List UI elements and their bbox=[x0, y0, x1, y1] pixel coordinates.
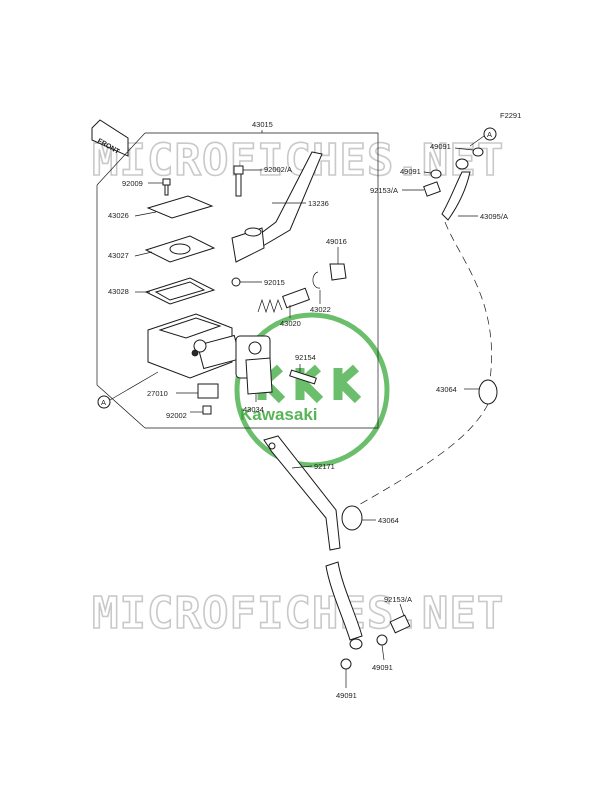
label-43026: 43026 bbox=[108, 211, 129, 220]
watermark-bottom: MICROFICHES.NET bbox=[92, 588, 504, 639]
brake-switch bbox=[197, 383, 219, 399]
label-92153a-top: 92153/A bbox=[370, 186, 398, 195]
ref-a-right-text: A bbox=[487, 130, 492, 139]
assembly-outline bbox=[145, 132, 379, 429]
ref-a-left-text: A bbox=[101, 398, 106, 407]
label-43020: 43020 bbox=[280, 319, 301, 328]
hose-bracket bbox=[263, 435, 341, 551]
kawasaki-logo-watermark: Kawasaki bbox=[234, 312, 390, 468]
label-43034: 43034 bbox=[243, 405, 264, 414]
banjo-fitting-top bbox=[455, 158, 469, 170]
piston-kit bbox=[257, 287, 310, 314]
ref-a-left-icon bbox=[97, 395, 111, 409]
brake-hose-lower bbox=[325, 561, 363, 641]
snap-ring bbox=[312, 271, 321, 289]
label-43015: 43015 bbox=[252, 120, 273, 129]
label-92002: 92002 bbox=[166, 411, 187, 420]
label-43064-right: 43064 bbox=[436, 385, 457, 394]
label-49091-top: 49091 bbox=[430, 142, 451, 151]
banjo-bolt-bottom bbox=[389, 614, 411, 634]
label-43064-mid: 43064 bbox=[378, 516, 399, 525]
washer-bottom-right bbox=[376, 634, 388, 646]
label-49091-top2: 49091 bbox=[400, 167, 421, 176]
label-92154: 92154 bbox=[295, 353, 316, 362]
label-92009: 92009 bbox=[122, 179, 143, 188]
washer-bottom-left bbox=[340, 658, 352, 670]
label-92171: 92171 bbox=[314, 462, 335, 471]
screw-92009 bbox=[162, 178, 171, 196]
master-cylinder-body bbox=[147, 313, 271, 379]
dust-boot bbox=[329, 263, 347, 281]
label-27010: 27010 bbox=[147, 389, 168, 398]
label-43095a: 43095/A bbox=[480, 212, 508, 221]
grommet-right bbox=[478, 379, 498, 405]
label-43027: 43027 bbox=[108, 251, 129, 260]
grommet-mid bbox=[341, 505, 363, 531]
label-92015: 92015 bbox=[264, 278, 285, 287]
banjo-bolt-top bbox=[423, 181, 441, 197]
brake-hose-top bbox=[441, 171, 471, 221]
label-49091-bottom2: 49091 bbox=[336, 691, 357, 700]
label-49016: 49016 bbox=[326, 237, 347, 246]
label-92002a: 92002/A bbox=[264, 165, 292, 174]
reservoir-cap bbox=[146, 195, 214, 219]
screw-92002 bbox=[202, 405, 212, 415]
label-92153a-bottom: 92153/A bbox=[384, 595, 412, 604]
label-43028: 43028 bbox=[108, 287, 129, 296]
label-13236: 13236 bbox=[308, 199, 329, 208]
label-49091-bottom: 49091 bbox=[372, 663, 393, 672]
clamp-holder bbox=[245, 357, 273, 395]
washer-top bbox=[472, 147, 484, 157]
label-43022: 43022 bbox=[310, 305, 331, 314]
nut-92015 bbox=[231, 277, 241, 287]
figure-code: F2291 bbox=[500, 111, 521, 120]
ref-a-right-icon bbox=[483, 127, 497, 141]
brake-hose-path bbox=[444, 221, 492, 381]
kawasaki-watermark-text: Kawasaki bbox=[240, 405, 318, 424]
bolt-92154 bbox=[289, 369, 317, 385]
